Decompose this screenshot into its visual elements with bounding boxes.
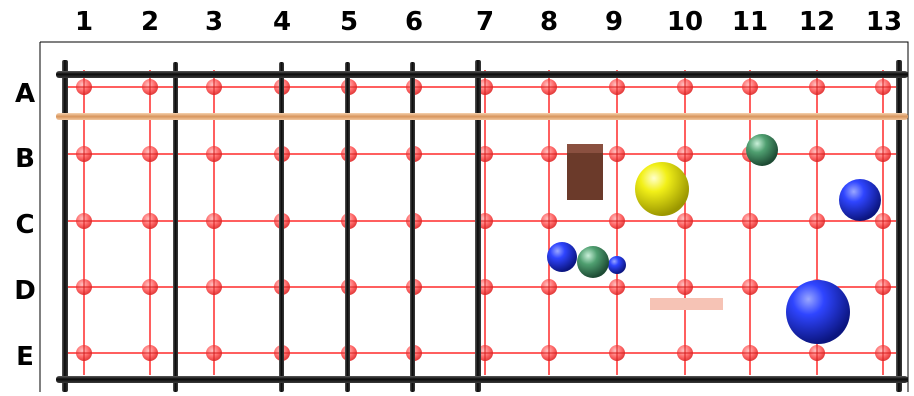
- column-label: 1: [75, 7, 93, 37]
- column-label: 10: [667, 7, 703, 37]
- board-outline: [40, 42, 908, 392]
- post-4: [279, 62, 284, 392]
- yellow-sphere-icon: [635, 162, 689, 216]
- post-left: [62, 60, 68, 392]
- blue-sphere-icon: [786, 280, 850, 344]
- bottom-frame-bar: [56, 376, 908, 383]
- top-frame-bar: [56, 71, 908, 78]
- post-2-3: [173, 62, 178, 392]
- pink-bar-icon: [650, 298, 723, 310]
- brown-block-top: [567, 144, 603, 153]
- column-label: 8: [540, 7, 558, 37]
- row-label: A: [15, 79, 35, 109]
- post-7: [475, 60, 481, 392]
- green-sphere-icon: [746, 134, 778, 166]
- column-label: 12: [799, 7, 835, 37]
- column-label: 11: [732, 7, 768, 37]
- post-6: [410, 62, 415, 392]
- blue-sphere-icon: [839, 179, 881, 221]
- post-5: [345, 62, 350, 392]
- blue-sphere-icon: [608, 256, 626, 274]
- post-right: [896, 60, 902, 392]
- row-label: D: [14, 276, 36, 306]
- column-label: 9: [605, 7, 623, 37]
- column-label: 6: [405, 7, 423, 37]
- column-label: 13: [866, 7, 902, 37]
- column-label: 2: [141, 7, 159, 37]
- column-label: 7: [476, 7, 494, 37]
- column-label: 3: [205, 7, 223, 37]
- row-labels: A B C D E: [14, 79, 36, 372]
- grid-nodes: [76, 79, 891, 361]
- blue-sphere-icon: [547, 242, 577, 272]
- row-label: E: [16, 342, 34, 372]
- column-label: 5: [340, 7, 358, 37]
- column-labels: 1 2 3 4 5 6 7 8 9 10 11 12 13: [75, 7, 902, 37]
- row-label: C: [15, 210, 34, 240]
- horizontal-rod: [56, 113, 908, 120]
- row-label: B: [15, 144, 35, 174]
- green-sphere-icon: [577, 246, 609, 278]
- column-label: 4: [273, 7, 291, 37]
